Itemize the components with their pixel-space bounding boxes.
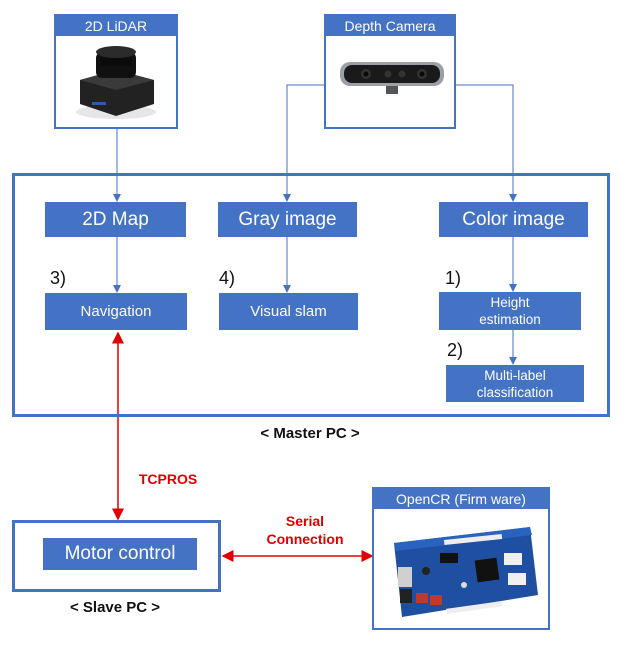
lidar-image: [76, 46, 156, 119]
opencr-label: OpenCR (Firm ware): [374, 489, 548, 509]
map-box: 2D Map: [45, 202, 186, 237]
step-number-1: 1): [445, 268, 462, 288]
opencr-board-image: [394, 527, 538, 617]
gray-image-box: Gray image: [218, 202, 357, 237]
master-pc-caption: < Master PC >: [260, 425, 360, 442]
step-number-2: 2): [447, 340, 464, 360]
arrow-camera-to-color: [454, 84, 517, 202]
lidar-label: 2D LiDAR: [56, 16, 176, 36]
serial-connection-label: Serial Connection: [266, 513, 344, 547]
opencr-panel: OpenCR (Firm ware): [372, 487, 550, 630]
camera-label: Depth Camera: [326, 16, 454, 36]
multi-label-box: Multi-label classification: [446, 365, 584, 402]
camera-panel: Depth Camera: [324, 14, 456, 129]
slave-pc-frame: [12, 520, 221, 592]
depth-camera-image: [340, 62, 444, 94]
step-number-3: 3): [50, 268, 67, 288]
height-estimation-box: Height estimation: [439, 292, 581, 330]
navigation-box: Navigation: [45, 293, 187, 330]
master-pc-frame: [12, 173, 610, 417]
visual-slam-box: Visual slam: [219, 293, 358, 330]
slave-pc-caption: < Slave PC >: [69, 599, 161, 616]
step-number-4: 4): [219, 268, 236, 288]
tcpros-label: TCPROS: [138, 471, 198, 487]
color-image-box: Color image: [439, 202, 588, 237]
arrow-camera-to-gray: [283, 84, 326, 202]
lidar-panel: 2D LiDAR: [54, 14, 178, 129]
motor-control-box: Motor control: [43, 538, 197, 570]
